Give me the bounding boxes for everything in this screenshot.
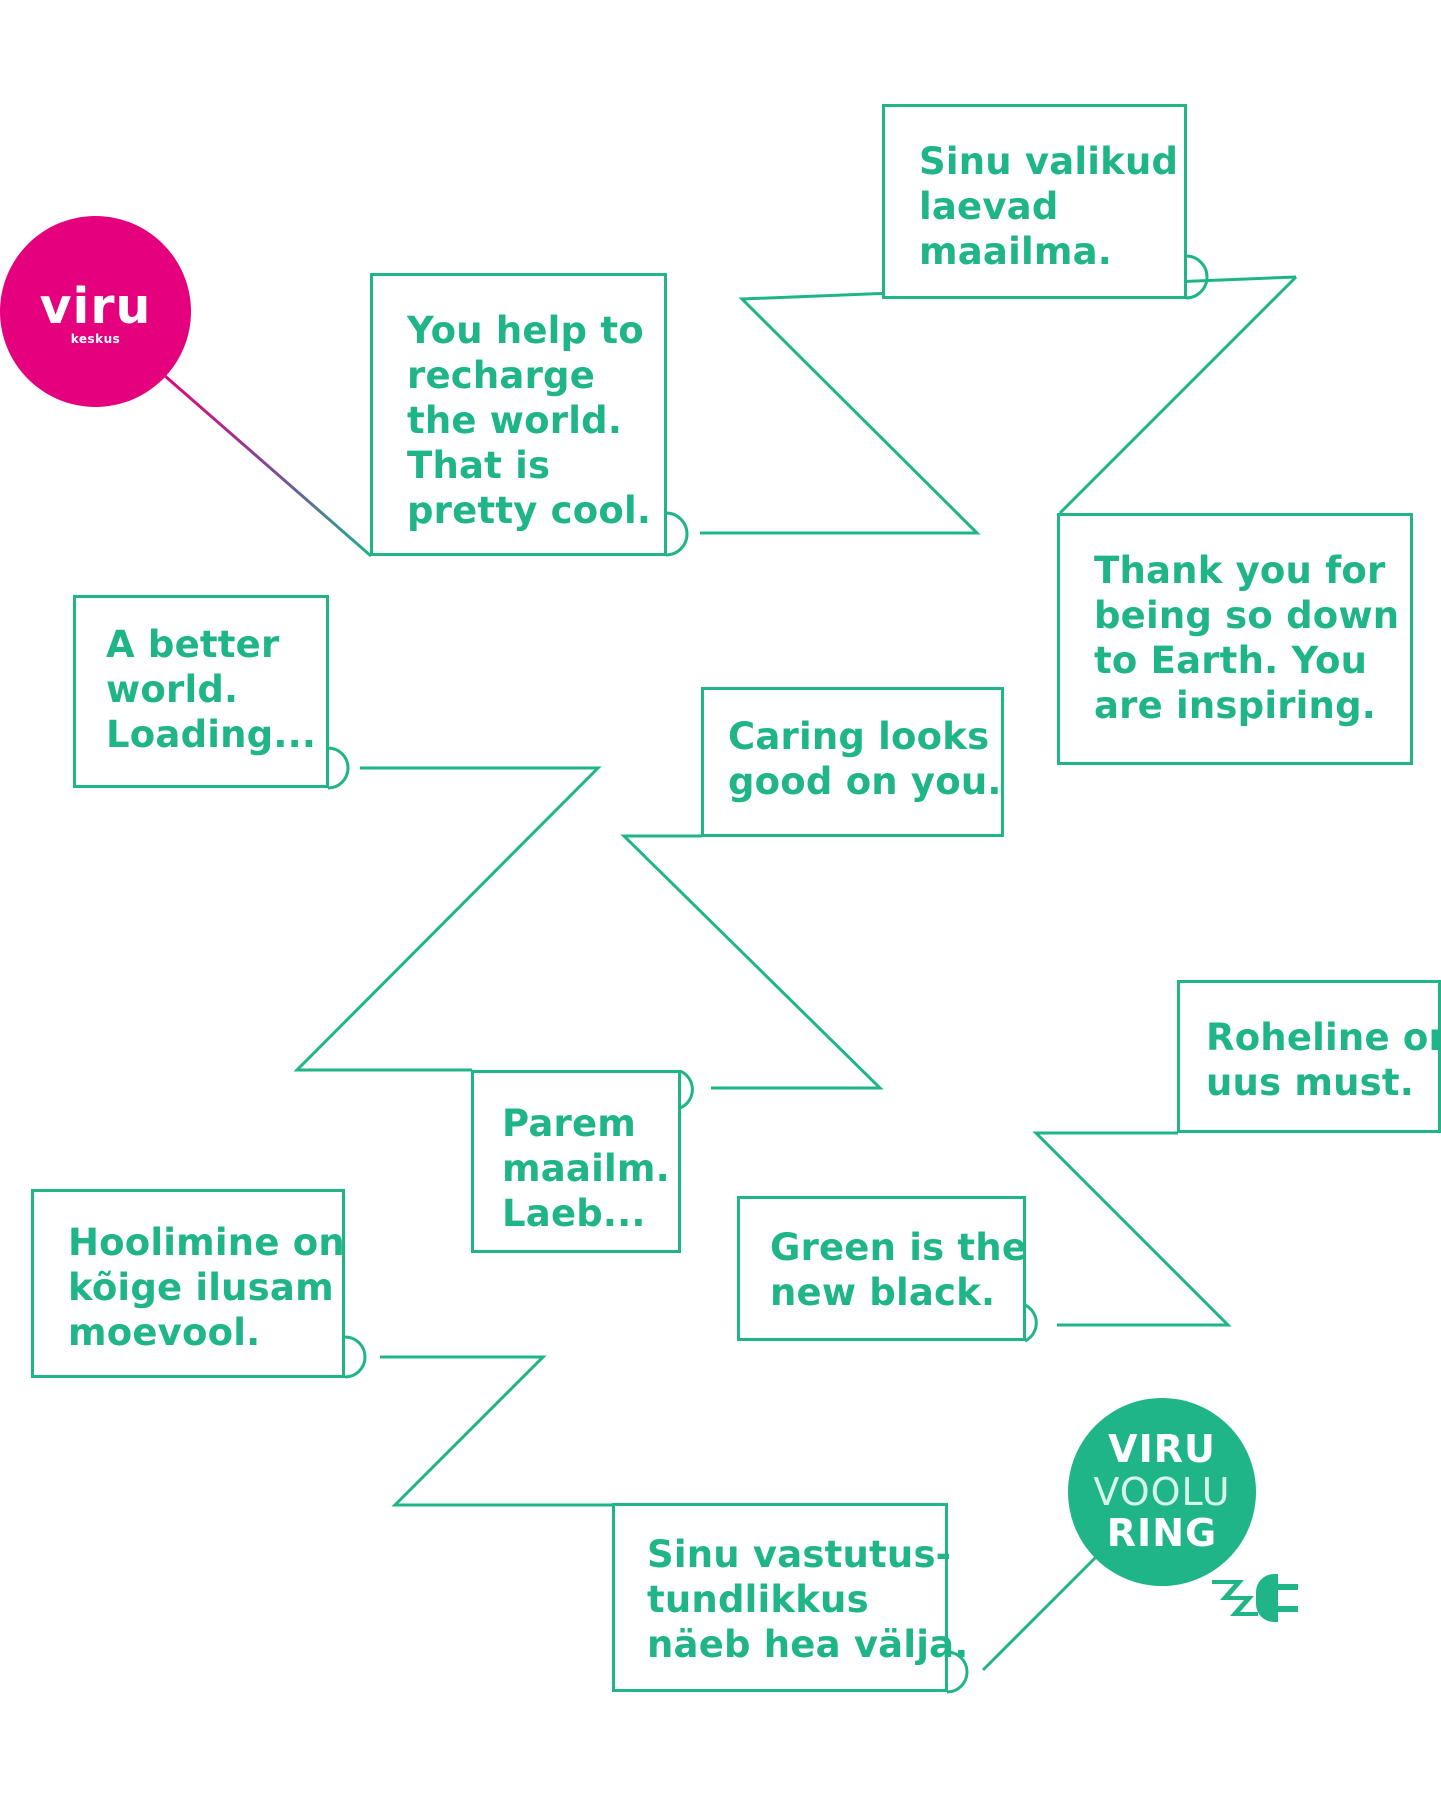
message-text: Thank you for being so down to Earth. Yo… [1094,549,1400,727]
message-box-valikud: Sinu valikud laevad maailma. [882,104,1187,299]
message-box-vastutus: Sinu vastutus- tundlikkus näeb hea välja… [612,1503,968,1692]
message-text: Sinu vastutus- tundlikkus näeb hea välja… [647,1533,969,1666]
message-text: Green is the new black. [770,1226,1028,1314]
electric-plug-icon [1212,1574,1298,1622]
message-text: A better world. Loading... [106,623,317,756]
cable-segment-1 [700,275,1297,535]
viru-voolu-ring-logo: VIRU VOOLU RING [1068,1398,1256,1586]
message-box-better-world: A better world. Loading... [73,595,329,788]
message-text: You help to recharge the world. That is … [407,309,652,532]
message-box-parem: Parem maailm. Laeb... [471,1070,681,1253]
plug-tab-7 [946,1650,969,1694]
message-text: Sinu valikud laevad maailma. [919,140,1179,273]
logo-line-1: VIRU [1108,1427,1216,1471]
logo-cable [164,374,372,558]
message-box-recharge: You help to recharge the world. That is … [370,273,667,556]
plug-tab-6 [344,1335,367,1379]
logo-sub: keskus [70,332,121,346]
cable-segment-5 [1032,1131,1232,1327]
plug-tab-5 [1024,1303,1038,1343]
cable-segment-3 [293,766,602,1072]
message-box-down-to-earth: Thank you for being so down to Earth. Yo… [1057,513,1413,765]
message-box-hoolimine: Hoolimine on kõige ilusam moevool. [31,1189,345,1378]
message-box-green: Green is the new black. [737,1196,1028,1341]
cable-segment-4 [620,834,884,1090]
plug-tab-2 [1185,254,1209,300]
cable-segment-7 [981,1553,1100,1672]
plug-tab-4 [679,1069,694,1110]
logo-word: viru [39,278,152,335]
logo-line-2: VOOLU [1093,1470,1231,1514]
cable-segment-2 [1058,275,1298,515]
message-box-roheline: Roheline on uus must. [1177,980,1441,1133]
logo-line-3: RING [1106,1511,1218,1555]
plug-tab-3 [327,746,350,790]
message-box-caring: Caring looks good on you. [701,687,1004,837]
message-text: Caring looks good on you. [728,715,1002,803]
cable-segment-6 [380,1355,614,1507]
viru-keskus-logo: viru keskus [0,216,191,407]
plug-tab-1 [665,511,689,557]
message-text: Roheline on uus must. [1206,1016,1441,1104]
message-text: Parem maailm. Laeb... [502,1102,670,1235]
message-text: Hoolimine on kõige ilusam moevool. [68,1221,345,1354]
